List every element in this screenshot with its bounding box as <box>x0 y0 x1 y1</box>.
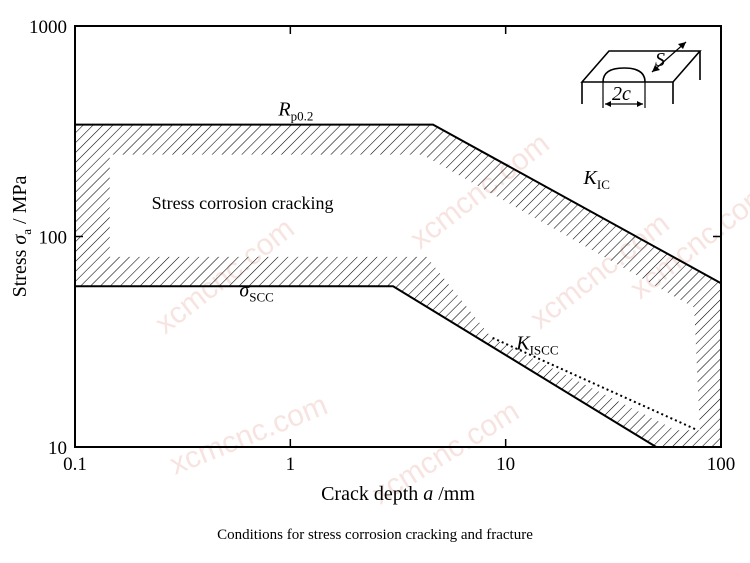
series-lines <box>75 123 722 448</box>
y-axis-label: Stress σa / MPa <box>9 175 34 297</box>
x-tick-label: 10 <box>496 454 515 475</box>
y-tick-label: 10 <box>48 438 67 459</box>
x-axis-label: Crack depth a /mm <box>321 483 475 505</box>
x-tick-label: 0.1 <box>63 454 87 475</box>
figure-caption: Conditions for stress corrosion cracking… <box>217 527 533 543</box>
watermark-text: xcmcnc.com <box>165 388 332 481</box>
curve-label-kiscc: KISCC <box>515 333 558 358</box>
y-tick-label: 1000 <box>29 17 67 38</box>
hatched-band <box>75 124 721 447</box>
series-line-1 <box>75 123 722 285</box>
inset-label-s: S <box>655 49 665 71</box>
inset-label-2c: 2c <box>612 83 631 105</box>
crack-specimen-diagram: S 2c <box>580 41 702 108</box>
curve-label-kic: KIC <box>583 167 610 192</box>
curve-label-sigma: σSCC <box>239 279 273 304</box>
axis-ticks: 0.1 1 10 100 10 100 1000 <box>29 17 735 475</box>
x-tick-label: 100 <box>707 454 736 475</box>
y-tick-label: 100 <box>39 228 68 249</box>
region-label: Stress corrosion cracking <box>152 193 334 213</box>
x-tick-label: 1 <box>286 454 296 475</box>
curve-label-rp: Rp0.2 <box>277 99 313 124</box>
series-line-2 <box>75 285 657 448</box>
